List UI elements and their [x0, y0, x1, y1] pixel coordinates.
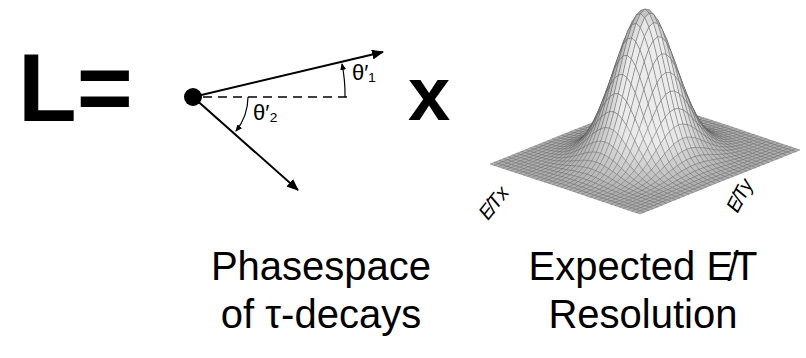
axis-label: E̸Ty: [721, 175, 758, 216]
angle-arc: [342, 64, 345, 97]
axis-label: E̸Tx: [473, 181, 514, 224]
caption-text: Phasespace of τ-decays: [190, 242, 452, 338]
surface-patch: [636, 211, 645, 214]
formula-symbol: L=: [18, 30, 133, 145]
formula-symbol: x: [408, 48, 450, 139]
caption-text: Expected E̸T Resolution: [484, 242, 802, 338]
angle-arc: [236, 97, 248, 131]
decay-arrow: [193, 52, 383, 97]
reference-line: [203, 96, 352, 98]
angle-label: θ′₁: [352, 60, 376, 86]
angle-label: θ′₂: [253, 100, 278, 126]
decay-arrow: [193, 97, 298, 190]
